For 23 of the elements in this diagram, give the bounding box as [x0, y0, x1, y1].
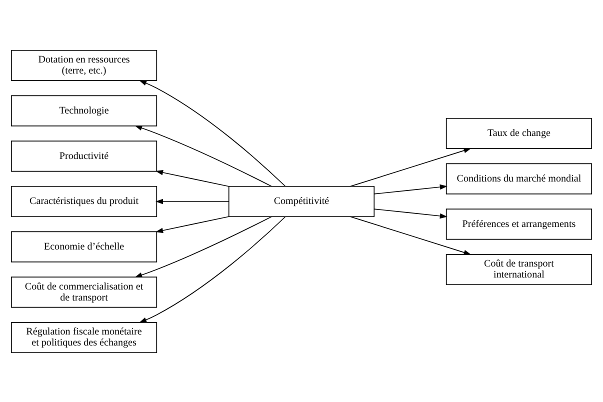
arrow — [374, 208, 448, 218]
node-box: Taux de change — [446, 117, 592, 149]
arrow — [139, 216, 286, 322]
arrow — [350, 147, 472, 186]
arrow — [134, 124, 272, 186]
arrow — [350, 216, 472, 255]
node-box: Caractéristiques du produit — [10, 185, 158, 217]
node-box: Conditions du marché mondial — [446, 162, 592, 194]
arrow — [155, 198, 230, 204]
node-box: Coût de commercialisation et de transport — [10, 276, 158, 308]
node-box: Compétitivité — [228, 185, 375, 217]
arrow — [155, 169, 230, 186]
arrow — [139, 80, 286, 186]
node-box: Technologie — [10, 94, 158, 126]
node-box: Productivité — [10, 140, 158, 172]
arrow — [134, 216, 272, 278]
node-box: Dotation en ressources (terre, etc.) — [10, 49, 158, 80]
arrow — [374, 184, 448, 194]
arrow — [155, 216, 230, 233]
node-box: Economie d’échelle — [10, 230, 158, 262]
node-box: Régulation fiscale monétaire et politiques des échanges — [10, 322, 158, 353]
node-box: Préférences et arrangements — [446, 208, 592, 240]
node-box: Coût de transport international — [446, 253, 592, 285]
